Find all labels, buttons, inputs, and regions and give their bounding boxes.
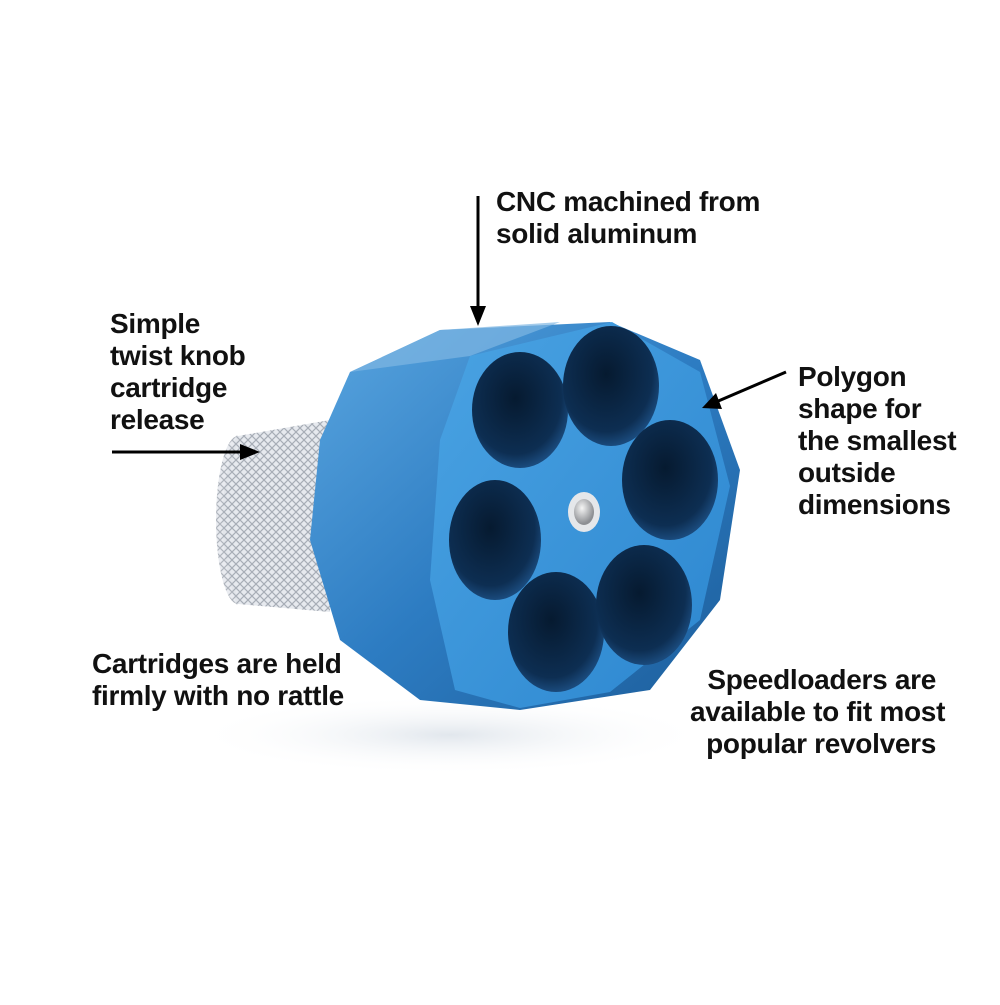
bore-bottom-left	[508, 572, 604, 692]
callout-speedloaders-line-3: popular revolvers	[706, 728, 936, 759]
cartridge-bores	[449, 326, 718, 692]
bore-top-right	[563, 326, 659, 446]
callout-polygon-line-5: dimensions	[798, 489, 951, 520]
callout-cartridges-line-1: Cartridges are held	[92, 648, 342, 679]
callout-knob-line-4: release	[110, 404, 205, 435]
floor-shadow	[190, 695, 710, 775]
arrow-cnc	[470, 196, 486, 326]
arrow-polygon	[702, 370, 787, 409]
callout-speedloaders-line-2: available to fit most	[690, 696, 946, 727]
callout-speedloaders-text: Speedloaders are available to fit most p…	[690, 664, 946, 760]
callout-knob-line-1: Simple	[110, 308, 201, 339]
callout-cnc-line-1: CNC machined from	[496, 186, 761, 217]
bore-top-left	[472, 352, 568, 468]
callout-speedloaders-line-1: Speedloaders are	[707, 664, 936, 695]
callout-polygon-line-4: outside	[798, 457, 896, 488]
callout-cnc-line-2: solid aluminum	[496, 218, 698, 249]
callout-knob-text: Simple twist knob cartridge release	[110, 308, 246, 436]
callout-cartridges-text: Cartridges are held firmly with no rattl…	[92, 648, 344, 712]
callout-polygon-text: Polygon shape for the smallest outside d…	[798, 361, 957, 521]
callout-arrows	[112, 196, 787, 460]
callout-knob-line-3: cartridge	[110, 372, 228, 403]
arrow-knob	[112, 444, 260, 460]
center-pin	[568, 492, 600, 532]
bore-bottom-right	[596, 545, 692, 665]
twist-knob	[216, 420, 330, 612]
bore-right	[622, 420, 718, 540]
callout-cnc-text: CNC machined from solid aluminum	[496, 186, 760, 250]
callout-cartridges-line-2: firmly with no rattle	[92, 680, 344, 711]
callout-knob-line-2: twist knob	[110, 340, 246, 371]
callout-polygon-line-2: shape for	[798, 393, 922, 424]
callout-polygon-line-3: the smallest	[798, 425, 957, 456]
bore-left	[449, 480, 541, 600]
callout-polygon-line-1: Polygon	[798, 361, 907, 392]
